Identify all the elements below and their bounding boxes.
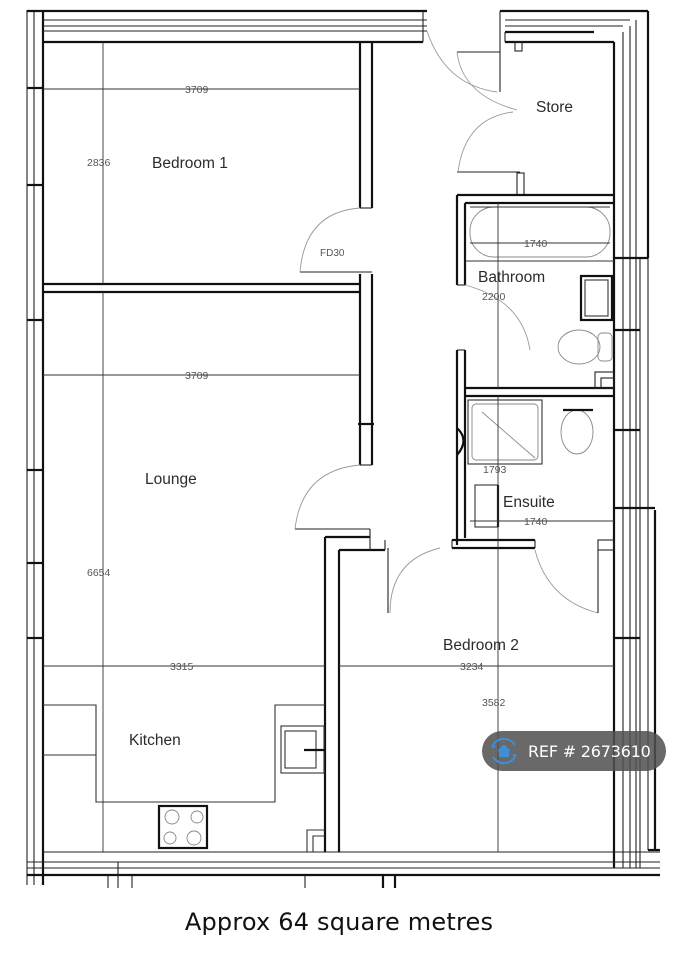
dim-ensuite-shower: 1793 — [483, 464, 507, 476]
interior-walls — [43, 41, 615, 852]
dim-bedroom-1-depth: 2836 — [87, 157, 111, 169]
dim-kitchen-width: 3315 — [170, 661, 194, 673]
room-label-store: Store — [536, 99, 573, 116]
dim-bedroom-1-width: 3709 — [185, 84, 209, 96]
dim-lounge-width: 3709 — [185, 370, 209, 382]
fire-door-tag: FD30 — [320, 248, 345, 259]
reference-number: REF # 2673610 — [528, 741, 651, 761]
dim-bedroom-2-depth: 3582 — [482, 697, 506, 709]
floor-area-caption: Approx 64 square metres — [184, 908, 494, 936]
dim-bathroom-width: 1740 — [524, 238, 548, 250]
dim-lounge-depth: 6654 — [87, 567, 111, 579]
dim-bathroom-depth: 2200 — [482, 291, 506, 303]
room-label-bedroom-2: Bedroom 2 — [443, 637, 519, 654]
dim-ensuite-width: 1740 — [524, 516, 548, 528]
room-label-lounge: Lounge — [145, 471, 197, 488]
reference-badge: REF # 2673610 — [482, 731, 666, 771]
dimension-labels: 3709 2836 3709 6654 3315 1740 2200 1793 … — [87, 84, 548, 709]
home-icon — [491, 738, 517, 764]
room-label-bathroom: Bathroom — [478, 269, 545, 286]
room-label-kitchen: Kitchen — [129, 732, 181, 749]
dimension-lines — [43, 42, 614, 852]
dim-bedroom-2-width: 3234 — [460, 661, 484, 673]
door-swings — [294, 30, 599, 614]
room-label-bedroom-1: Bedroom 1 — [152, 155, 228, 172]
room-labels: Bedroom 1 Lounge Kitchen Store Bathroom … — [129, 99, 573, 749]
room-label-ensuite: Ensuite — [503, 494, 555, 511]
fixtures — [43, 206, 614, 852]
